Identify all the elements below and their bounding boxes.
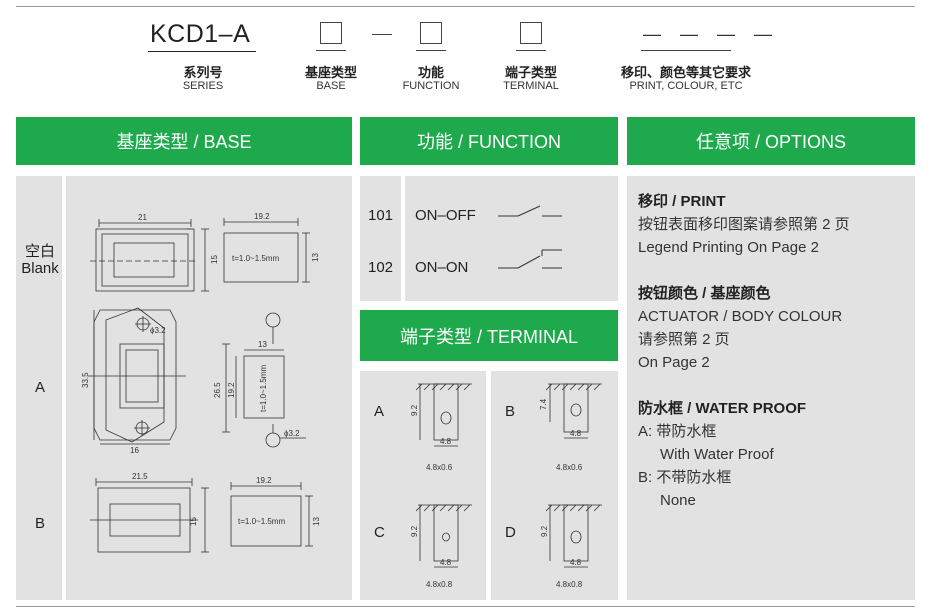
function-name-101: ON–OFF <box>415 207 476 224</box>
base-box-line <box>316 50 346 51</box>
options-zh: 移印、颜色等其它要求 <box>620 65 751 80</box>
water-proof-title: 防水框 / WATER PROOF <box>638 400 807 417</box>
terminal-label-b: B <box>505 403 516 420</box>
blank-thickness-dim: t=1.0~1.5mm <box>232 254 279 263</box>
terminal-box-line <box>516 50 546 51</box>
terminal-a-size: 4.8x0.6 <box>426 463 453 472</box>
a-side-h2-dim: 19.2 <box>227 382 236 398</box>
function-zh: 功能 <box>417 65 444 80</box>
b-height-dim: 15 <box>189 517 198 526</box>
function-code-column <box>360 176 401 301</box>
options-placeholder: — — — — <box>643 24 780 44</box>
terminal-b-h: 7.4 <box>539 398 548 410</box>
blank-side-height-dim: 13 <box>311 253 320 262</box>
print-title: 移印 / PRINT <box>638 193 726 210</box>
function-code-101: 101 <box>368 207 394 224</box>
terminal-panel-right <box>491 371 618 600</box>
terminal-b-w: 4.8 <box>570 429 582 438</box>
colour-line-zh: 请参照第 2 页 <box>638 331 730 348</box>
base-zh: 基座类型 <box>304 65 357 80</box>
series-en: SERIES <box>182 80 224 92</box>
base-box <box>320 22 342 44</box>
options-en: PRINT, COLOUR, ETC <box>629 80 743 92</box>
terminal-zh: 端子类型 <box>504 65 557 80</box>
model-underline <box>148 51 256 52</box>
terminal-panel-left <box>360 371 486 600</box>
print-line-zh: 按钮表面移印图案请参照第 2 页 <box>638 216 850 233</box>
terminal-a-drawing: 9.2 4.8 4.8x0.6 <box>410 383 472 472</box>
terminal-a-h: 9.2 <box>410 404 419 416</box>
base-row-blank-zh: 空白 <box>24 243 55 260</box>
b-width-dim: 21.5 <box>132 472 148 481</box>
colour-title-zh: 按钮颜色 / 基座颜色 <box>638 285 771 302</box>
function-detail-panel <box>405 176 618 301</box>
base-b-drawing: 21.5 15 19.2 13 t=1.0~1.5mm <box>90 472 321 553</box>
function-box-line <box>416 50 446 51</box>
options-panel <box>627 176 915 600</box>
switch-symbol-on-off <box>498 205 562 217</box>
terminal-label-d: D <box>505 524 516 541</box>
function-name-102: ON–ON <box>415 259 469 276</box>
base-row-blank-en: Blank <box>21 260 59 277</box>
top-rule <box>16 6 915 7</box>
bottom-rule <box>16 606 915 607</box>
terminal-d-drawing: 9.2 4.8 4.8x0.8 <box>540 504 602 589</box>
base-row-a: A <box>34 379 45 396</box>
a-side-width-dim: 13 <box>258 340 267 349</box>
terminal-d-w: 4.8 <box>570 558 582 567</box>
terminal-d-size: 4.8x0.8 <box>556 580 583 589</box>
terminal-label-c: C <box>374 524 385 541</box>
water-proof-a: A: 带防水框 <box>638 423 717 440</box>
separator-dash <box>372 34 392 35</box>
water-proof-b: B: 不带防水框 <box>638 469 732 486</box>
a-height-dim: 33.5 <box>81 372 90 388</box>
b-side-width-dim: 19.2 <box>256 476 272 485</box>
terminal-c-w: 4.8 <box>440 558 452 567</box>
terminal-en: TERMINAL <box>503 80 559 92</box>
b-thickness-dim: t=1.0~1.5mm <box>238 517 285 526</box>
base-header: 基座类型 / BASE <box>16 117 352 165</box>
a-hole2-dim: ϕ3.2 <box>284 429 300 438</box>
print-line-en: Legend Printing On Page 2 <box>638 239 819 256</box>
terminal-c-size: 4.8x0.8 <box>426 580 453 589</box>
terminal-header: 端子类型 / TERMINAL <box>360 310 618 361</box>
base-label-column <box>16 176 62 600</box>
base-en: BASE <box>316 80 346 92</box>
terminal-b-size: 4.8x0.6 <box>556 463 583 472</box>
base-a-drawing: ϕ3.2 33.5 16 13 26.5 19.2 t=1.0~1.5mm ϕ3… <box>81 307 306 455</box>
base-blank-drawing: 21 15 19.2 13 t=1.0~1.5mm <box>90 212 320 292</box>
terminal-b-drawing: 7.4 4.8 4.8x0.6 <box>539 383 602 472</box>
a-width-dim: 16 <box>130 446 139 455</box>
colour-line-en: On Page 2 <box>638 354 710 371</box>
blank-width-dim: 21 <box>138 213 147 222</box>
terminal-d-h: 9.2 <box>540 525 549 537</box>
switch-symbol-on-on <box>498 249 562 269</box>
function-code-102: 102 <box>368 259 394 276</box>
a-side-h1-dim: 26.5 <box>213 382 222 398</box>
series-zh: 系列号 <box>183 65 223 80</box>
b-side-height-dim: 13 <box>312 517 321 526</box>
terminal-c-h: 9.2 <box>410 525 419 537</box>
terminal-label-a: A <box>374 403 385 420</box>
base-row-b: B <box>34 515 45 532</box>
options-header: 任意项 / OPTIONS <box>627 117 915 165</box>
options-underline <box>641 50 731 51</box>
terminal-c-drawing: 9.2 4.8 4.8x0.8 <box>410 504 472 589</box>
colour-title-en: ACTUATOR / BODY COLOUR <box>638 308 843 325</box>
water-proof-b-en: None <box>660 492 696 509</box>
function-box <box>420 22 442 44</box>
options-content: 移印 / PRINT 按钮表面移印图案请参照第 2 页 Legend Print… <box>638 190 908 512</box>
water-proof-a-en: With Water Proof <box>660 446 774 463</box>
function-header: 功能 / FUNCTION <box>360 117 618 165</box>
function-en: FUNCTION <box>402 80 460 92</box>
a-hole-dim: ϕ3.2 <box>150 326 166 335</box>
terminal-a-w: 4.8 <box>440 437 452 446</box>
blank-height-dim: 15 <box>210 255 219 264</box>
a-thickness-dim: t=1.0~1.5mm <box>259 365 268 412</box>
terminal-box <box>520 22 542 44</box>
model-code: KCD1–A <box>150 20 251 48</box>
blank-side-width-dim: 19.2 <box>254 212 270 221</box>
